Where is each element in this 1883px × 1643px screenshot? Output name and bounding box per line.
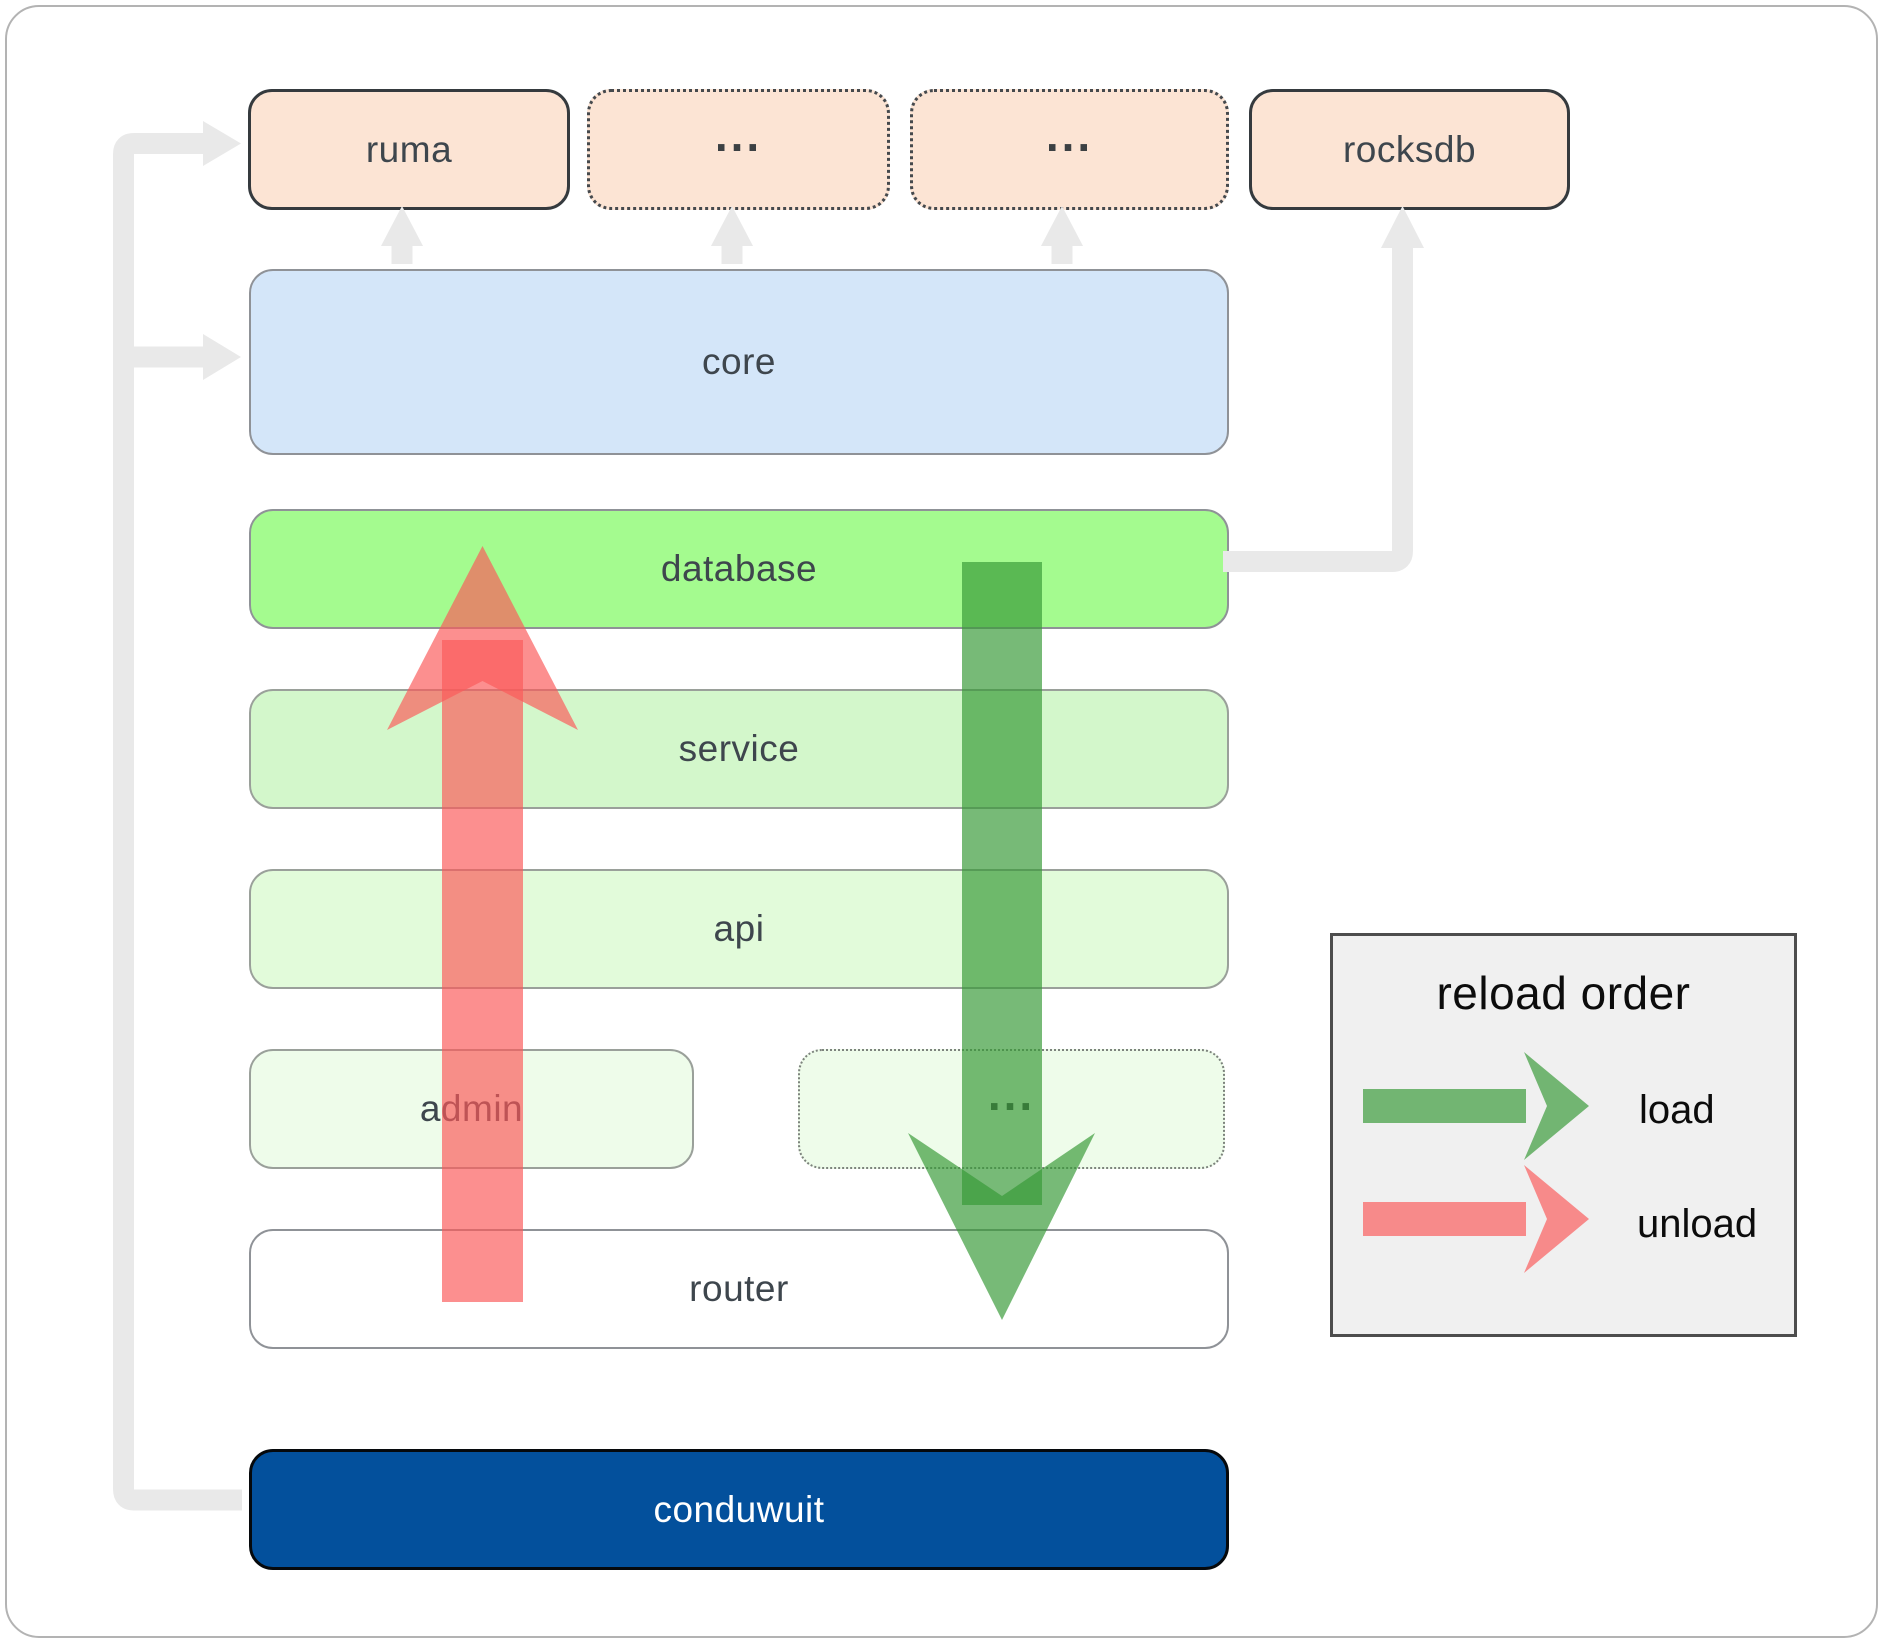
layer-core-label: core	[702, 341, 776, 382]
node-rocksdb: rocksdb	[1249, 89, 1570, 210]
layer-admin: admin	[249, 1049, 694, 1169]
layer-service: service	[249, 689, 1229, 809]
layer-core: core	[249, 269, 1229, 455]
ellipsis-icon: ...	[1045, 108, 1094, 161]
legend-reload-order: reload order load unload	[1330, 933, 1797, 1337]
layer-admin-ellipsis: ...	[798, 1049, 1225, 1169]
node-ellipsis-2: ...	[910, 89, 1229, 210]
node-ruma: ruma	[248, 89, 570, 210]
ellipsis-icon: ...	[987, 1068, 1036, 1120]
legend-title: reload order	[1436, 967, 1691, 1019]
layer-api: api	[249, 869, 1229, 989]
node-rocksdb-label: rocksdb	[1342, 128, 1477, 170]
layer-admin-label: admin	[419, 1088, 524, 1129]
layer-router: router	[249, 1229, 1229, 1349]
node-conduwuit-label: conduwuit	[653, 1488, 825, 1530]
legend-unload-label: unload	[1637, 1202, 1758, 1246]
ellipsis-icon: ...	[714, 108, 763, 161]
node-ellipsis-1: ...	[587, 89, 890, 210]
layer-database: database	[249, 509, 1229, 629]
layer-database-label: database	[660, 548, 818, 589]
node-conduwuit: conduwuit	[249, 1449, 1229, 1570]
node-ruma-label: ruma	[365, 128, 453, 170]
diagram-canvas: ruma ... ... rocksdb core database servi…	[5, 5, 1878, 1638]
layer-router-label: router	[689, 1268, 789, 1309]
layer-service-label: service	[678, 728, 800, 769]
legend-load-label: load	[1639, 1088, 1715, 1132]
layer-api-label: api	[713, 908, 765, 949]
